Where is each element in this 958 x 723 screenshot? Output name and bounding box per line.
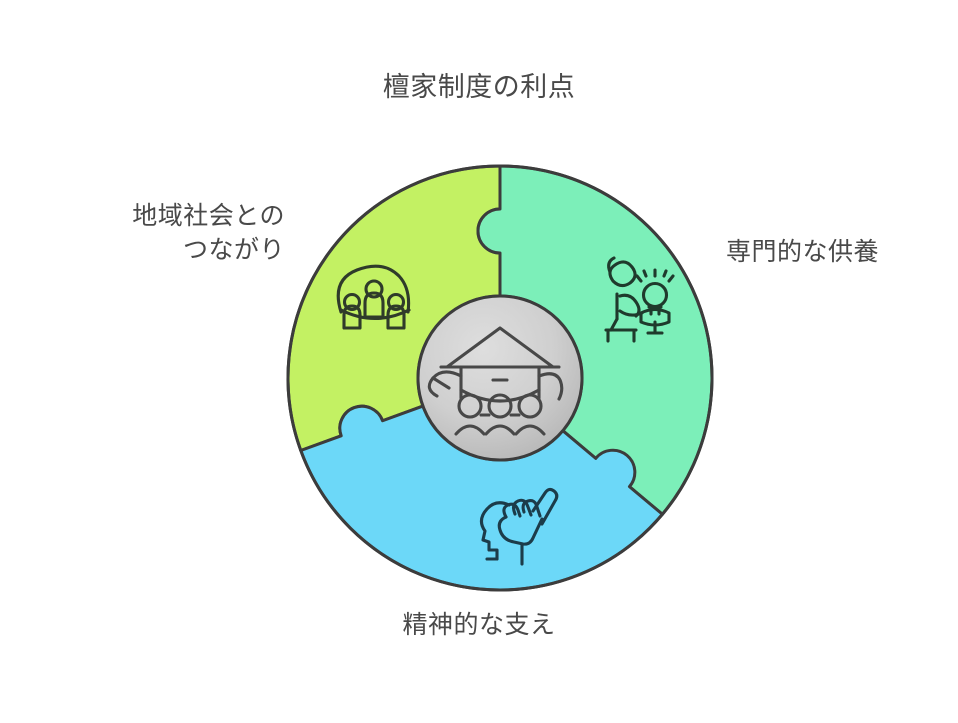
outer-ring-outline	[286, 164, 714, 592]
segment-label-memorial: 専門的な供養	[726, 238, 880, 266]
temple-with-people-icon	[427, 326, 564, 436]
diagram-title: 檀家制度の利点	[382, 72, 576, 102]
segment-label-community: 地域社会との つながり	[132, 202, 285, 264]
segment-label-spiritual: 精神的な支え	[402, 611, 556, 639]
center-hub[interactable]	[416, 294, 584, 462]
monk-praying-icon	[604, 256, 675, 343]
center-circle[interactable]	[416, 294, 584, 462]
group-of-people-icon	[336, 264, 411, 330]
head-and-hand-icon	[479, 487, 559, 566]
